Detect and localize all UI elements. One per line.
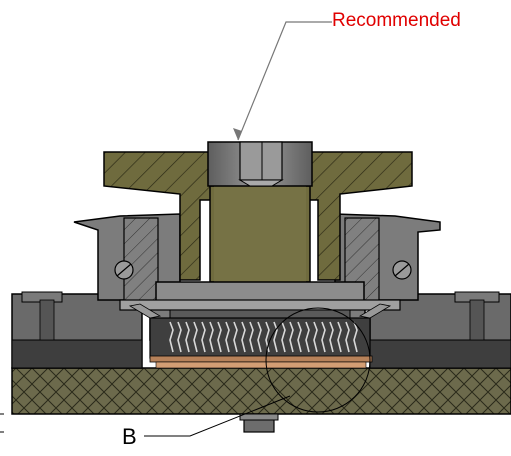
contact-pin bbox=[217, 321, 222, 353]
contact-pin bbox=[329, 321, 334, 353]
contact-pin bbox=[225, 321, 230, 353]
contact-pin bbox=[337, 321, 342, 353]
contact-pin bbox=[241, 321, 246, 353]
recommended-leader bbox=[233, 21, 332, 141]
contact-pin bbox=[289, 321, 294, 353]
contact-pin bbox=[345, 321, 350, 353]
contact-pin bbox=[281, 321, 286, 353]
contact-pin bbox=[353, 321, 358, 353]
contact-pin bbox=[193, 321, 198, 353]
bottom-stud bbox=[239, 413, 279, 433]
contact-pin bbox=[209, 321, 214, 353]
contact-pin bbox=[305, 321, 310, 353]
hold-down-cap bbox=[103, 151, 413, 281]
left-base-block bbox=[11, 291, 143, 369]
pcb-board bbox=[11, 367, 511, 415]
contact-pin bbox=[249, 321, 254, 353]
contact-pin bbox=[321, 321, 326, 353]
contact-pin bbox=[313, 321, 318, 353]
contact-pin bbox=[169, 321, 174, 353]
screw-head bbox=[207, 141, 313, 187]
contact-pin bbox=[201, 321, 206, 353]
b-leader bbox=[144, 395, 291, 437]
center-column bbox=[209, 185, 311, 283]
contact-pin bbox=[297, 321, 302, 353]
recommended-label: Recommended bbox=[332, 10, 461, 31]
reference-marks bbox=[0, 413, 4, 433]
contact-pin bbox=[177, 321, 182, 353]
socket-contacts bbox=[128, 303, 392, 359]
contact-pin bbox=[185, 321, 190, 353]
contact-pin bbox=[233, 321, 238, 353]
right-base-block bbox=[369, 291, 511, 369]
detail-b-label: B bbox=[122, 424, 137, 449]
left-clamp-frame bbox=[73, 213, 181, 341]
contact-pin bbox=[257, 321, 262, 353]
copper-pads bbox=[149, 355, 373, 369]
contact-pin bbox=[273, 321, 278, 353]
detail-circle bbox=[265, 307, 371, 413]
